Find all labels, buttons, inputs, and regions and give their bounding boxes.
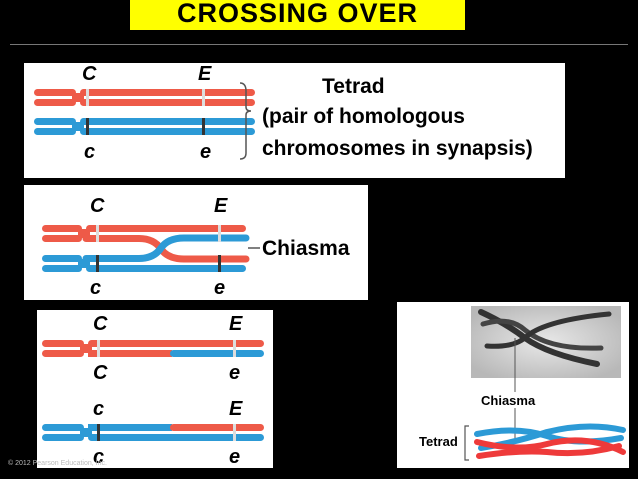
title-bar: CROSSING OVER [0,0,638,44]
micrograph-illustration [464,306,626,461]
row1-right-bottom-blue [170,350,264,357]
blue-left-bottom [42,265,82,272]
label-c: c [84,141,96,163]
gene-marker-E2 [233,424,236,441]
red-right-top [86,225,246,232]
row2-label-C: C [93,362,108,384]
micrograph-panel: Chiasma Tetrad [397,302,629,468]
gene-marker-E [218,225,221,242]
blue-chromatid-right-top [80,118,255,125]
blue-chromatid-left-bottom [34,128,76,135]
blue-left-top [42,255,82,262]
gene-marker-E [202,89,205,106]
row2-right-top-blue [88,424,172,431]
gene-marker-e [218,255,221,272]
tetrad-description-1: (pair of homologous [262,105,465,128]
row1-label-E: E [229,313,243,335]
tetrad-description-2: chromosomes in synapsis) [262,137,533,160]
blue-centromere [72,122,84,131]
illustration-red-1 [474,437,626,455]
red-left-top [42,225,82,232]
red-chromatid-right-top [80,89,255,96]
row2-label-e: e [229,362,241,384]
label-C: C [82,63,97,85]
row1-centromere [80,344,92,353]
blue-crossing-chromatid [82,234,250,262]
slide-title: CROSSING OVER [130,0,465,30]
tetrad-heading: Tetrad [322,75,385,98]
gene-marker-C [86,89,89,106]
gene-marker-C [96,225,99,242]
row2-left-top [42,424,84,431]
row2-centromere [80,428,92,437]
blue-chromatid-right-bottom [80,128,255,135]
row1-right-top [88,340,264,347]
chiasma-label: Chiasma [262,237,350,260]
red-left-bottom [42,235,82,242]
illustration-red-2 [476,443,622,459]
gene-marker-c2 [97,424,100,441]
tetrad-label: Tetrad [419,434,458,449]
row1-right-bottom-red [88,350,172,357]
row4-label-e: e [229,446,241,468]
copyright: © 2012 Pearson Education, Inc. [8,460,107,467]
recombinant-chromatids [42,340,264,441]
gene-marker-C1 [97,340,100,357]
micrograph-chromosome-b [480,318,604,351]
recombinant-panel: C E C e c E c e [37,310,273,468]
row2-right-top-red [170,424,264,431]
title-rule [10,44,628,45]
row2-right-bottom [88,434,264,441]
tetrad-panel: C E c e Tetrad (pair of homologous chrom… [24,63,565,178]
label-e: e [200,141,212,163]
row1-label-C: C [93,313,108,335]
gene-marker-c [96,255,99,272]
tetrad-bracket [239,82,252,160]
red-chromatid-left-bottom [34,99,76,106]
label-e: e [214,277,226,299]
blue-centromere [78,259,90,268]
row3-label-E: E [229,398,243,420]
gene-marker-c [86,118,89,135]
label-E: E [214,195,228,217]
gene-marker-e [202,118,205,135]
chiasma-label: Chiasma [481,393,536,408]
red-chromatid-right-bottom [80,99,255,106]
red-chromatids [34,89,255,106]
row2-left-bottom [42,434,84,441]
blue-right-bottom [86,265,246,272]
red-chromatid-left-top [34,89,76,96]
gene-marker-E1 [233,340,236,357]
label-c: c [90,277,102,299]
row3-label-c: c [93,398,105,420]
row1-left-top [42,340,84,347]
chiasma-chromosomes [42,225,260,272]
label-E: E [198,63,212,85]
blue-chromatids [34,118,255,135]
chiasma-panel: C E c e Chiasma [24,185,368,300]
red-centromere [72,93,84,102]
row1-left-bottom [42,350,84,357]
blue-chromatid-left-top [34,118,76,125]
tetrad-bracket [464,425,469,461]
red-centromere [78,229,90,238]
row4-label-c: c [93,446,105,468]
label-C: C [90,195,105,217]
tetrad-chromosomes [34,82,255,160]
micrograph-chromosome-c [484,311,612,349]
